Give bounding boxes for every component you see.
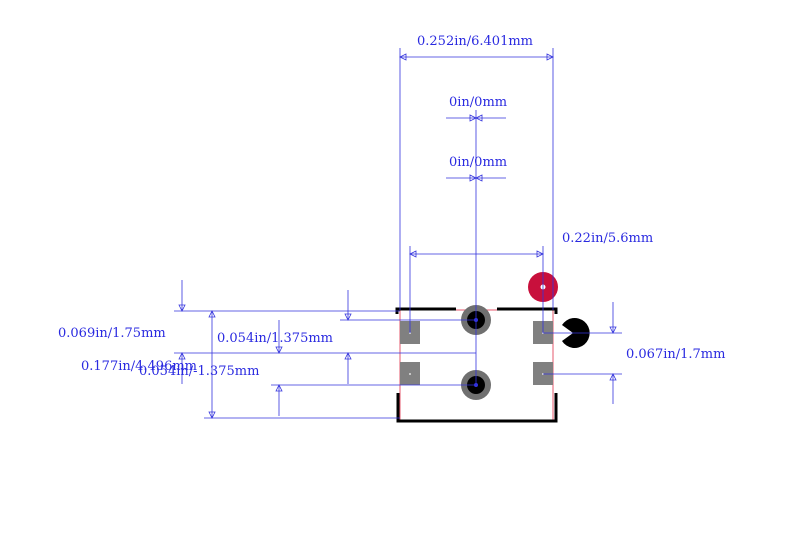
label-hole-offset-1: 0in/0mm [449,95,507,110]
dim-overall-width: 0.252in/6.401mm [399,34,554,310]
dim-pad-pitch-x: 0.22in/5.6mm [409,231,653,333]
pad-2-center [409,373,411,375]
label-pad-offset-top: 0.054in/1.375mm [217,331,333,346]
label-hole-offset-2: 0in/0mm [449,155,507,170]
label-pad-offset-bottom: 0.054in/-1.375mm [139,364,259,379]
label-pad-pitch-x: 0.22in/5.6mm [562,231,653,246]
label-pad-pitch-y: 0.067in/1.7mm [626,347,725,362]
label-overall-width: 0.252in/6.401mm [417,34,533,49]
silkscreen-top-right [497,307,558,314]
dim-hole-offset-1: 0in/0mm [446,95,507,385]
label-pad-height: 0.069in/1.75mm [58,326,166,341]
dim-pad-offset-bottom: 0.054in/-1.375mm [139,364,476,416]
silkscreen-bottom [396,393,558,423]
label-overall-height: 0.177in/4.496mm [81,359,197,374]
dim-overall-height: 0.177in/4.496mm [81,310,400,419]
dim-pad-pitch-y: 0.067in/1.7mm [543,302,725,404]
silkscreen-top-left [395,307,456,314]
dim-pad-offset-top: 0.054in/1.375mm [217,290,476,384]
component-body [395,272,590,423]
dim-hole-offset-2: 0in/0mm [446,155,507,182]
